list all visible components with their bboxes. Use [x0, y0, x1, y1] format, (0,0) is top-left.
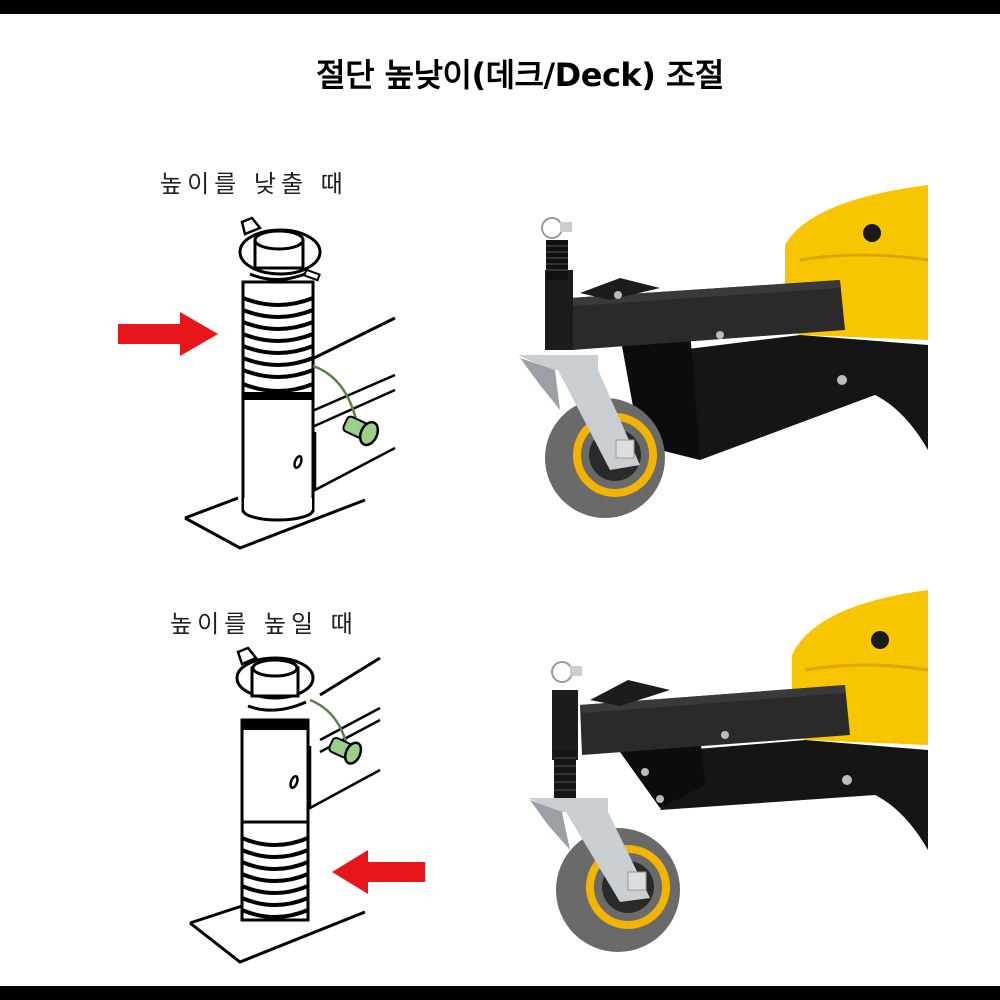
jack-stand-diagram-raised-icon — [189, 646, 425, 964]
caption-raising: 높이를 높일 때 — [170, 610, 358, 638]
jack-stand-diagram-lowered-icon — [118, 216, 396, 550]
bottom-frame-bar — [0, 986, 1000, 1000]
page-title: 절단 높낮이(데크/Deck) 조절 — [316, 56, 724, 94]
arrow-right-icon — [118, 312, 218, 356]
caption-lowering: 높이를 낮출 때 — [160, 170, 348, 198]
arrow-left-icon — [332, 850, 425, 894]
mower-deck-caster-photo-raised-icon — [528, 590, 929, 952]
mower-deck-caster-photo-lowered-icon — [518, 185, 929, 518]
top-frame-bar — [0, 0, 1000, 14]
